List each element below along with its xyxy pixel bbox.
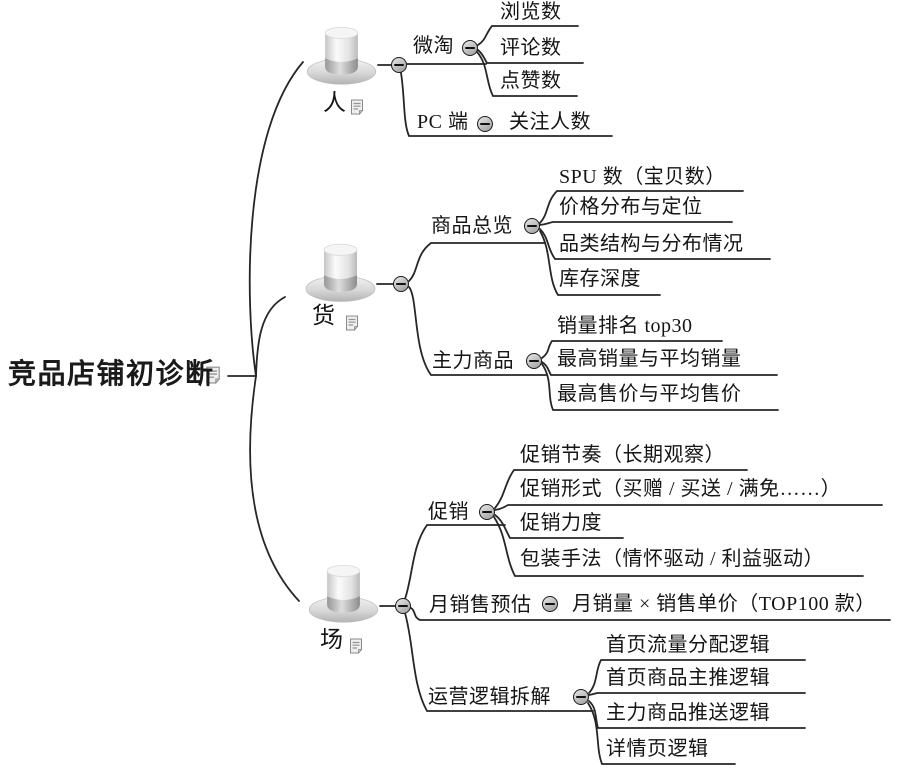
node-pc-label[interactable]: PC 端: [417, 111, 469, 133]
leaf-like-count[interactable]: 点赞数: [500, 70, 562, 92]
leaf-stock-depth[interactable]: 库存深度: [559, 268, 641, 290]
branch-goods-label[interactable]: 货: [312, 303, 336, 328]
leaf-price-distribution[interactable]: 价格分布与定位: [559, 196, 703, 218]
leaf-home-main-push-logic[interactable]: 首页商品主推逻辑: [606, 667, 770, 689]
leaf-follower-count[interactable]: 关注人数: [509, 111, 591, 133]
collapse-toggle-product-overview[interactable]: [524, 218, 540, 234]
minus-icon: [465, 47, 475, 49]
leaf-home-traffic-logic[interactable]: 首页流量分配逻辑: [606, 634, 770, 656]
minus-icon: [398, 605, 408, 607]
leaf-main-product-push-logic[interactable]: 主力商品推送逻辑: [606, 702, 770, 724]
collapse-toggle-goods[interactable]: [393, 276, 409, 292]
minus-icon: [394, 64, 404, 66]
minus-icon: [482, 511, 492, 513]
minus-icon: [396, 283, 406, 285]
leaf-detail-page-logic[interactable]: 详情页逻辑: [606, 738, 709, 760]
leaf-sales-rank-top30[interactable]: 销量排名 top30: [557, 315, 693, 337]
collapse-toggle-operation-logic[interactable]: [573, 689, 589, 705]
note-icon[interactable]: [350, 99, 364, 115]
leaf-max-avg-price[interactable]: 最高售价与平均售价: [557, 383, 742, 405]
root-node-label[interactable]: 竞品店铺初诊断: [8, 358, 215, 389]
leaf-max-avg-sales[interactable]: 最高销量与平均销量: [557, 348, 742, 370]
collapse-toggle-person[interactable]: [391, 57, 407, 73]
leaf-view-count[interactable]: 浏览数: [500, 1, 562, 23]
minus-icon: [529, 360, 539, 362]
collapse-toggle-weitao[interactable]: [462, 40, 478, 56]
leaf-spu-count[interactable]: SPU 数（宝贝数）: [559, 166, 726, 188]
leaf-monthly-sales-formula[interactable]: 月销量 × 销售单价（TOP100 款）: [572, 593, 876, 615]
note-icon[interactable]: [345, 315, 359, 331]
minus-icon: [480, 123, 490, 125]
collapse-toggle-pc[interactable]: [477, 116, 493, 132]
note-icon[interactable]: [349, 638, 363, 654]
branch-scene-label[interactable]: 场: [320, 627, 344, 652]
minus-icon: [527, 225, 537, 227]
collapse-toggle-scene[interactable]: [395, 598, 411, 614]
leaf-category-structure[interactable]: 品类结构与分布情况: [559, 233, 744, 255]
collapse-toggle-main-product[interactable]: [526, 353, 542, 369]
leaf-promo-forms[interactable]: 促销形式（买赠 / 买送 / 满免……）: [520, 478, 842, 500]
top-hat-icon[interactable]: [305, 562, 382, 626]
node-operation-logic-label[interactable]: 运营逻辑拆解: [428, 686, 551, 708]
minus-icon: [576, 696, 586, 698]
minus-icon: [545, 603, 555, 605]
leaf-promo-strength[interactable]: 促销力度: [520, 512, 602, 534]
node-product-overview-label[interactable]: 商品总览: [431, 215, 513, 237]
node-weitao-label[interactable]: 微淘: [413, 35, 454, 57]
branch-person-label[interactable]: 人: [323, 90, 347, 115]
top-hat-icon[interactable]: [303, 240, 378, 306]
collapse-toggle-promotion[interactable]: [479, 504, 495, 520]
leaf-comment-count[interactable]: 评论数: [500, 37, 562, 59]
top-hat-icon[interactable]: [304, 24, 379, 88]
node-monthly-sales-estimate-label[interactable]: 月销售预估: [429, 594, 532, 616]
node-main-product-label[interactable]: 主力商品: [432, 350, 514, 372]
leaf-promo-rhythm[interactable]: 促销节奏（长期观察）: [520, 444, 725, 466]
collapse-toggle-monthly-sales[interactable]: [542, 596, 558, 612]
leaf-packaging-approach[interactable]: 包装手法（情怀驱动 / 利益驱动）: [520, 548, 825, 570]
node-promotion-label[interactable]: 促销: [428, 501, 469, 523]
